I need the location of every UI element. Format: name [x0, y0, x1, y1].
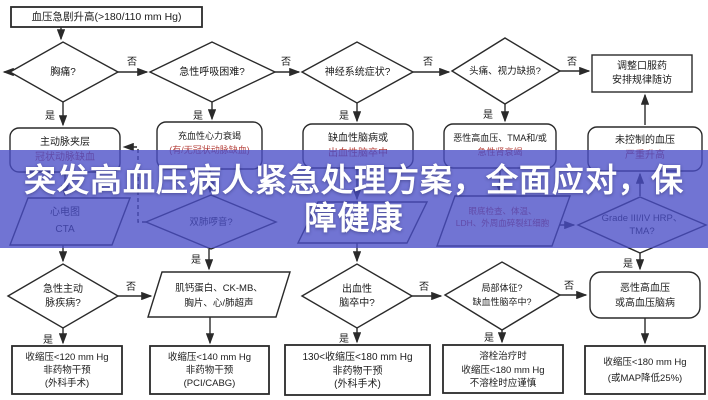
edge-label-yes: 是 — [623, 259, 633, 270]
adjust-meds-box — [591, 54, 693, 93]
edge-label-yes: 是 — [43, 335, 53, 346]
sbp-180-map-box — [584, 345, 706, 395]
edge-label-yes: 是 — [45, 111, 55, 122]
bp-rise-label: 血压急剧升高(>180/110 mm Hg) — [31, 11, 182, 23]
page-title-line-1: 突发高血压病人紧急处理方案，全面应对，保 — [23, 162, 684, 198]
hemorrhagic-label: 出血性 脑卒中? — [339, 284, 375, 309]
title-banner: 突发高血压病人紧急处理方案，全面应对，保 障健康 — [0, 150, 708, 248]
sbp-130-180-box — [284, 344, 431, 396]
focal-signs-diamond — [443, 261, 562, 331]
sbp-180-map-label: 收缩压<180 mm Hg (或MAP降低25%) — [603, 357, 687, 384]
edge-label-yes: 是 — [339, 334, 349, 345]
adjust-meds-label: 调整口服药 安排规律随访 — [612, 61, 672, 86]
dyspnea-label: 急性呼吸困难? — [179, 67, 245, 78]
edge-label-yes: 是 — [193, 111, 203, 122]
edge-label-yes: 是 — [191, 255, 201, 266]
edge-label-no: 否 — [281, 57, 291, 68]
bp-rise-box — [10, 6, 203, 28]
sbp-140-box — [149, 345, 270, 395]
edge-label-no: 否 — [127, 57, 137, 68]
focal-signs-label: 局部体征? 缺血性脑卒中? — [472, 283, 532, 307]
troponin-parallelogram — [147, 271, 291, 318]
chest-pain-diamond — [8, 41, 120, 103]
edge-label-yes: 是 — [339, 111, 349, 122]
malignant-enceph-label: 恶性高血压 或高血压脑病 — [615, 283, 675, 309]
thrombolysis-box — [442, 344, 564, 394]
edge-label-no: 否 — [564, 281, 574, 292]
sbp-120-label: 收缩压<120 mm Hg 非药物干预 (外科手术) — [25, 352, 109, 389]
edge-label-no: 否 — [126, 282, 136, 293]
neuro-label: 神经系统症状? — [324, 67, 391, 78]
edge-label-no: 否 — [423, 57, 433, 68]
edge-label-no: 否 — [567, 57, 577, 68]
sbp-140-label: 收缩压<140 mm Hg 非药物干预 (PCI/CABG) — [167, 352, 252, 389]
headache-vision-label: 头痛、视力缺损? — [469, 66, 541, 77]
headache-vision-diamond — [450, 37, 562, 105]
acute-aortic-label: 急性主动 脉疾病? — [43, 284, 83, 309]
edge-label-no: 否 — [419, 282, 429, 293]
edge-label-yes: 是 — [483, 110, 493, 121]
malignant-enceph-box — [589, 271, 701, 319]
dyspnea-diamond — [148, 41, 277, 103]
page-title-line-2: 障健康 — [304, 200, 404, 236]
edge-label-yes: 是 — [484, 333, 494, 344]
troponin-label: 肌钙蛋白、CK-MB、 胸片、心/肺超声 — [175, 283, 263, 309]
chest-pain-label: 胸痛? — [50, 67, 76, 78]
thrombolysis-label: 溶栓治疗时 收缩压<180 mm Hg 不溶栓时应谨慎 — [461, 351, 545, 389]
hemorrhagic-diamond — [300, 263, 414, 329]
sbp-130-180-label: 130<收缩压<180 mm Hg 非药物干预 (外科手术) — [302, 352, 413, 390]
acute-aortic-diamond — [6, 263, 120, 329]
neuro-diamond — [300, 41, 415, 104]
sbp-120-box — [11, 345, 123, 395]
